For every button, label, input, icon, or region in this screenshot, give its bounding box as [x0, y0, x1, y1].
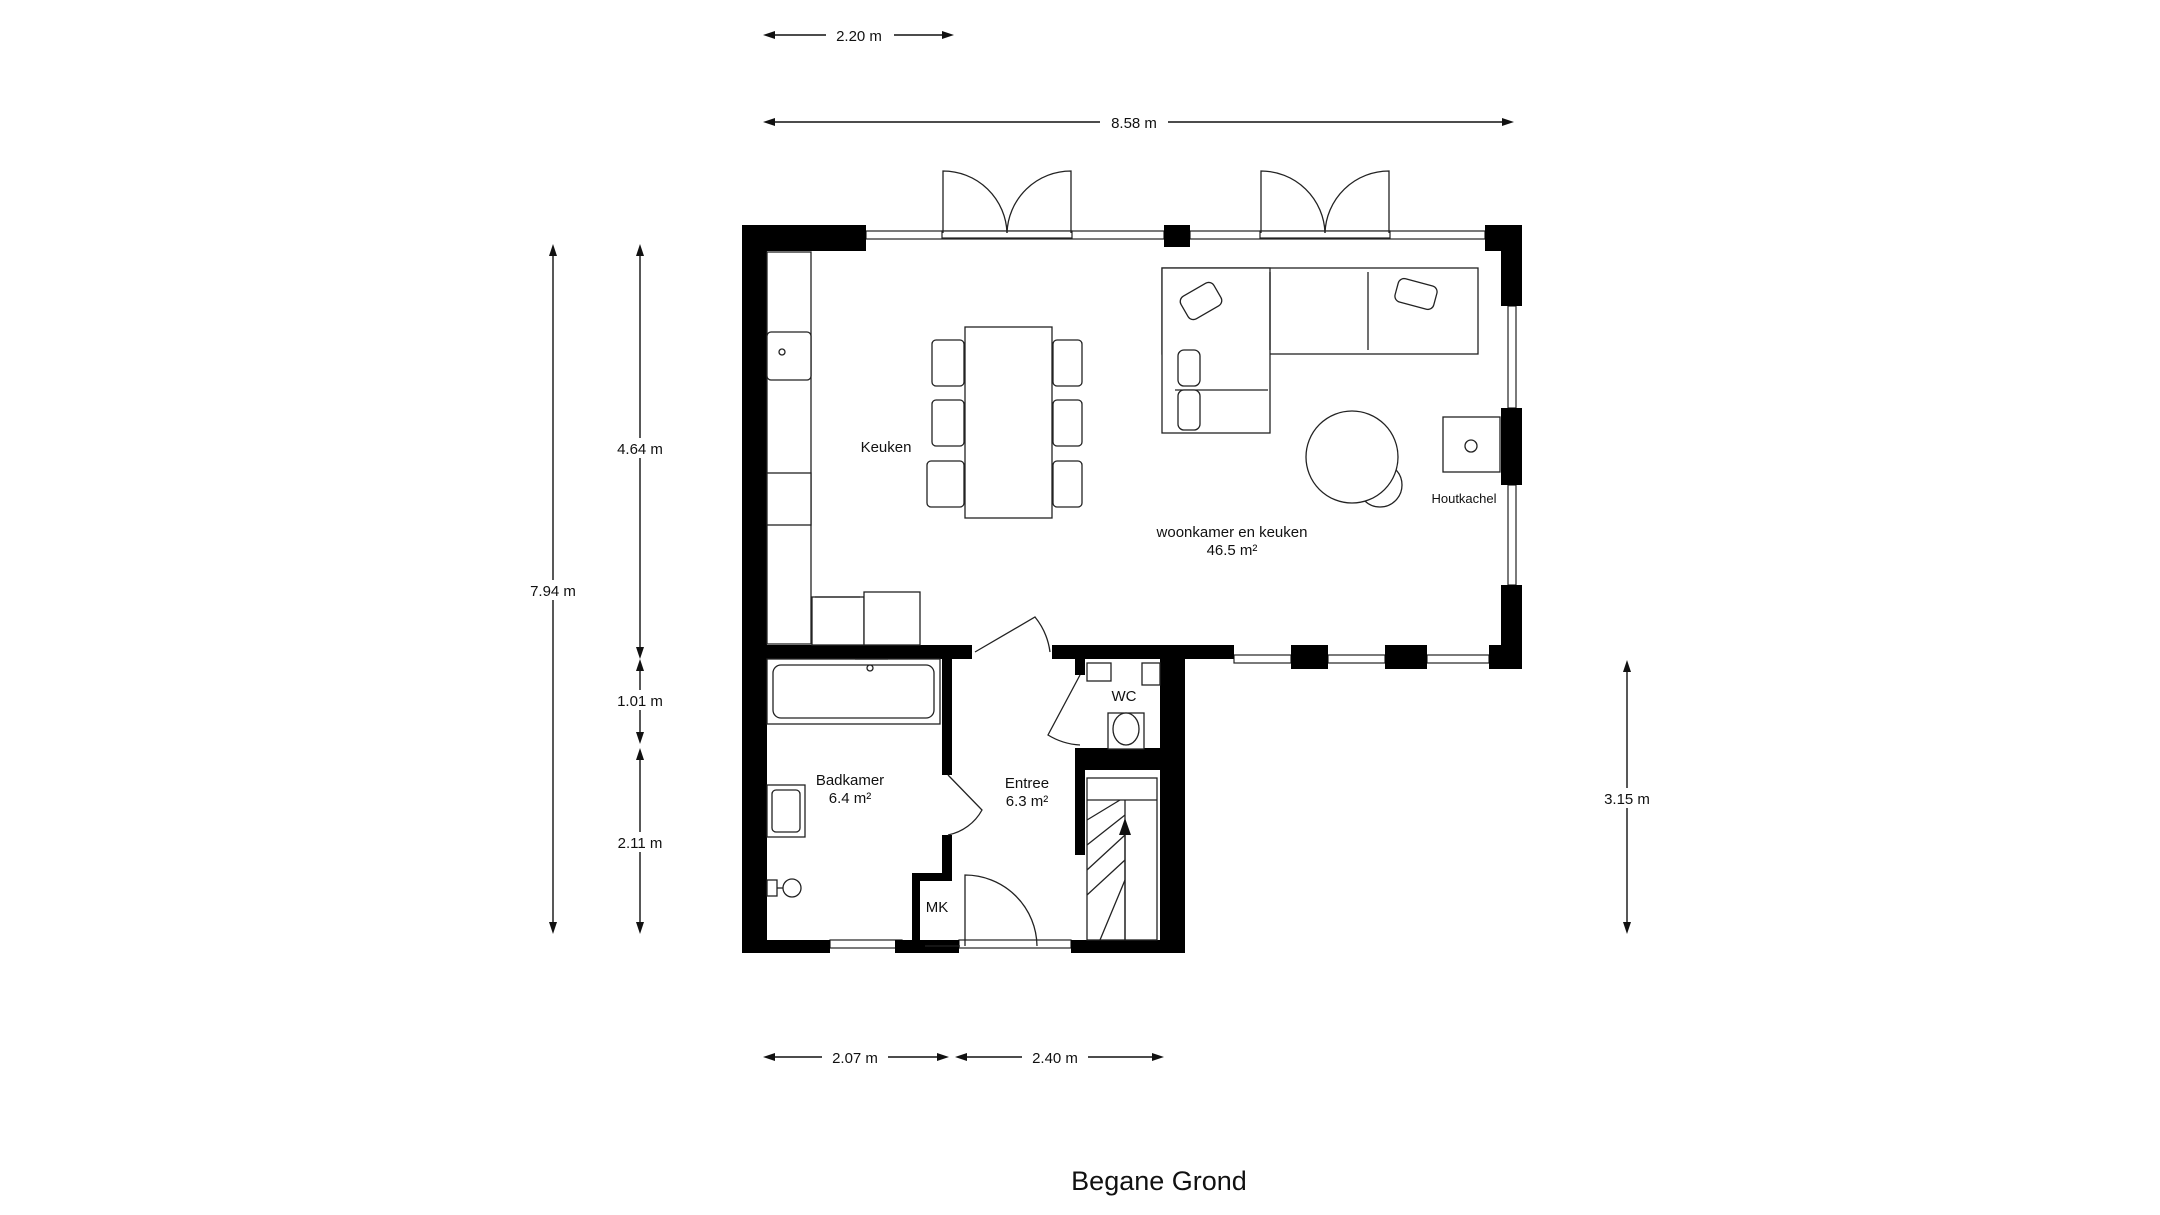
label-stove: Houtkachel [1431, 491, 1496, 506]
label-toilet: WC [1112, 688, 1137, 705]
walls [742, 225, 1522, 953]
label-entrance-name: Entree [1005, 775, 1049, 792]
label-bathroom-area: 6.4 m² [829, 790, 872, 807]
stairs [1086, 777, 1158, 941]
corner-sofa [1161, 267, 1479, 434]
label-bathroom-name: Badkamer [816, 772, 884, 789]
room-labels: Keuken woonkamer en keuken 46.5 m² Houtk… [816, 439, 1497, 916]
kitchen-counter [766, 251, 921, 646]
doors [925, 170, 1391, 947]
label-meter-cupboard: MK [926, 899, 949, 916]
dim-top-total: 8.58 m [1111, 115, 1157, 132]
coffee-table [1305, 410, 1403, 508]
dim-top-short: 2.20 m [836, 28, 882, 45]
dining-table [926, 326, 1083, 519]
double-door-right [1259, 170, 1391, 239]
bathroom-sink [766, 784, 806, 838]
toilet [1086, 662, 1161, 750]
dim-left-lower: 2.11 m [618, 835, 663, 852]
wood-stove [1442, 416, 1501, 473]
double-door-left [941, 170, 1073, 239]
label-living-name: woonkamer en keuken [1156, 524, 1308, 541]
label-entrance-area: 6.3 m² [1006, 793, 1049, 810]
floor-title: Begane Grond [1071, 1166, 1247, 1196]
dim-bottom-left: 2.07 m [832, 1050, 878, 1067]
dimension-labels: 2.20 m 8.58 m 7.94 m 4.64 m 1.01 m 2.11 … [520, 25, 1660, 1067]
dim-left-middle: 1.01 m [617, 693, 663, 710]
dim-right-lower: 3.15 m [1604, 791, 1650, 808]
label-kitchen: Keuken [861, 439, 912, 456]
dim-left-total: 7.94 m [530, 583, 576, 600]
dim-bottom-right: 2.40 m [1032, 1050, 1078, 1067]
dim-left-upper: 4.64 m [617, 441, 663, 458]
shower-drain [766, 878, 802, 898]
bathtub [766, 658, 941, 725]
label-living-area: 46.5 m² [1207, 542, 1258, 559]
